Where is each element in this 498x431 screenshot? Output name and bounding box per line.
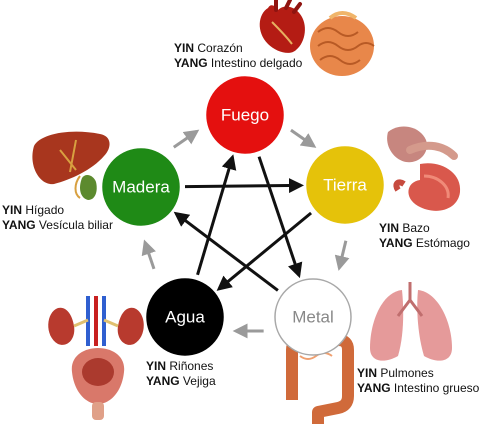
yin-organ: Corazón <box>197 41 243 55</box>
spleen-icon <box>387 126 458 163</box>
node-circle-fire <box>206 76 284 154</box>
node-label-wood: Madera <box>112 178 170 197</box>
yang-label: YANG <box>2 218 36 232</box>
node-metal: Metal <box>274 278 352 356</box>
heart-icon <box>259 0 305 53</box>
yin-organ: Bazo <box>402 221 430 235</box>
generating-arrow-fire-to-earth <box>290 128 317 148</box>
yang-organ: Intestino grueso <box>393 381 480 395</box>
node-label-water: Agua <box>165 308 205 327</box>
yang-label: YANG <box>379 236 413 250</box>
lungs-icon <box>370 282 452 361</box>
yang-label: YANG <box>357 381 391 395</box>
controlling-arrow-earth-to-water <box>216 211 313 291</box>
yin-label: YIN <box>357 366 378 380</box>
generating-arrow-earth-to-metal <box>334 240 350 271</box>
caption-earth: YIN Bazo YANG Estómago <box>379 221 470 251</box>
yin-organ: Hígado <box>25 203 65 217</box>
generating-arrow-water-to-wood <box>141 239 156 270</box>
yin-label: YIN <box>174 41 195 55</box>
yin-organ: Pulmones <box>380 366 434 380</box>
kidneys-icon <box>48 296 144 346</box>
controlling-cycle-arrows <box>173 154 313 292</box>
yang-organ: Intestino delgado <box>210 56 303 70</box>
node-circle-water <box>146 278 224 356</box>
node-circle-wood <box>102 148 180 226</box>
caption-water: YIN Riñones YANG Vejiga <box>146 359 216 389</box>
caption-metal: YIN Pulmones YANG Intestino grueso <box>357 366 479 396</box>
gallbladder-icon <box>74 175 97 200</box>
controlling-arrow-fire-to-metal <box>257 156 303 279</box>
node-label-earth: Tierra <box>323 176 367 195</box>
yang-organ: Vesícula biliar <box>38 218 113 232</box>
yin-organ: Riñones <box>169 359 214 373</box>
yang-organ: Estómago <box>415 236 470 250</box>
generating-arrow-wood-to-fire <box>172 129 200 149</box>
yin-label: YIN <box>2 203 23 217</box>
caption-fire: YIN Corazón YANG Intestino delgado <box>174 41 302 71</box>
node-wood: Madera <box>102 148 180 226</box>
node-water: Agua <box>146 278 224 356</box>
node-circle-metal <box>274 278 352 356</box>
node-label-metal: Metal <box>292 308 334 327</box>
caption-wood: YIN Hígado YANG Vesícula biliar <box>2 203 113 233</box>
node-circle-earth <box>306 146 384 224</box>
yang-label: YANG <box>146 374 180 388</box>
small-intestine-icon <box>310 11 375 76</box>
yin-label: YIN <box>146 359 167 373</box>
node-label-fire: Fuego <box>221 106 269 125</box>
controlling-arrow-wood-to-earth <box>184 178 305 194</box>
liver-icon <box>32 131 110 185</box>
stomach-icon <box>393 163 461 211</box>
yin-label: YIN <box>379 221 400 235</box>
controlling-arrow-water-to-fire <box>196 154 237 276</box>
node-earth: Tierra <box>306 146 384 224</box>
generating-cycle-arrows <box>141 128 350 339</box>
bladder-icon <box>71 348 125 420</box>
node-fire: Fuego <box>206 76 284 154</box>
controlling-arrow-metal-to-wood <box>173 211 279 292</box>
yang-organ: Vejiga <box>182 374 216 388</box>
yang-label: YANG <box>174 56 208 70</box>
